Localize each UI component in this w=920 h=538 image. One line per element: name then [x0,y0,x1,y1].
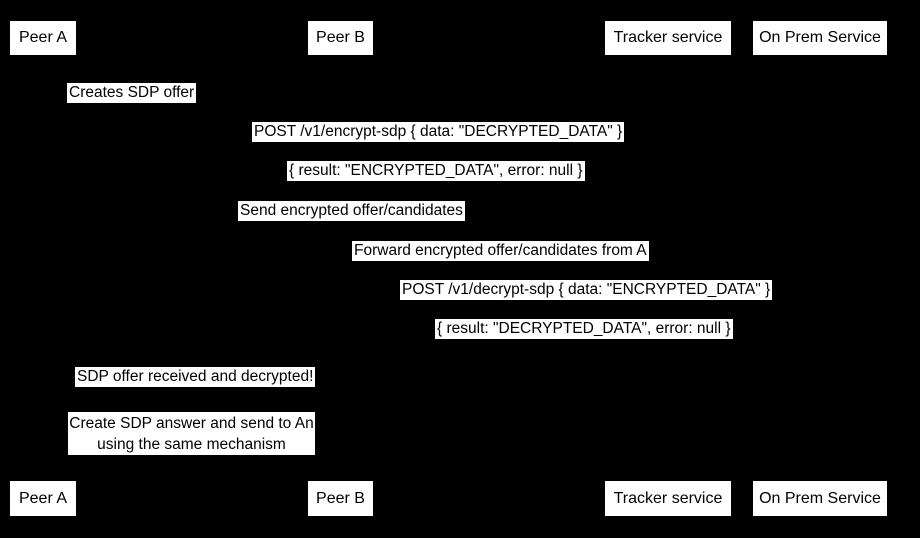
note-create-sdp-answer: Create SDP answer and send to An using t… [68,412,315,455]
actor-label: Peer B [316,489,365,507]
actor-label: On Prem Service [759,489,881,507]
actor-tracker-service-top: Tracker service [605,21,731,55]
actor-label: Tracker service [613,29,723,46]
actor-label: Tracker service [613,489,723,507]
message-post-decrypt-sdp: POST /v1/decrypt-sdp { data: "ENCRYPTED_… [400,280,773,300]
actor-label: Peer A [18,489,68,507]
message-result-decrypted-data: { result: "DECRYPTED_DATA", error: null … [435,319,733,339]
message-send-encrypted-offer: Send encrypted offer/candidates [238,201,465,221]
actor-peer-a-bottom: Peer A [10,481,76,516]
actor-peer-b-bottom: Peer B [308,481,373,516]
actor-label: Peer A [18,29,68,46]
message-forward-encrypted-offer: Forward encrypted offer/candidates from … [352,241,649,261]
actor-label: On Prem Service [759,29,881,46]
actor-label: Peer B [316,29,365,46]
actor-tracker-service-bottom: Tracker service [605,481,731,516]
message-result-encrypted-data: { result: "ENCRYPTED_DATA", error: null … [287,161,585,181]
actor-peer-a-top: Peer A [10,21,76,55]
actor-on-prem-service-top: On Prem Service [753,21,887,55]
message-post-encrypt-sdp: POST /v1/encrypt-sdp { data: "DECRYPTED_… [252,122,625,142]
message-creates-sdp-offer: Creates SDP offer [67,83,197,103]
actor-on-prem-service-bottom: On Prem Service [753,481,887,516]
actor-peer-b-top: Peer B [308,21,373,55]
message-sdp-offer-received: SDP offer received and decrypted! [75,367,316,387]
